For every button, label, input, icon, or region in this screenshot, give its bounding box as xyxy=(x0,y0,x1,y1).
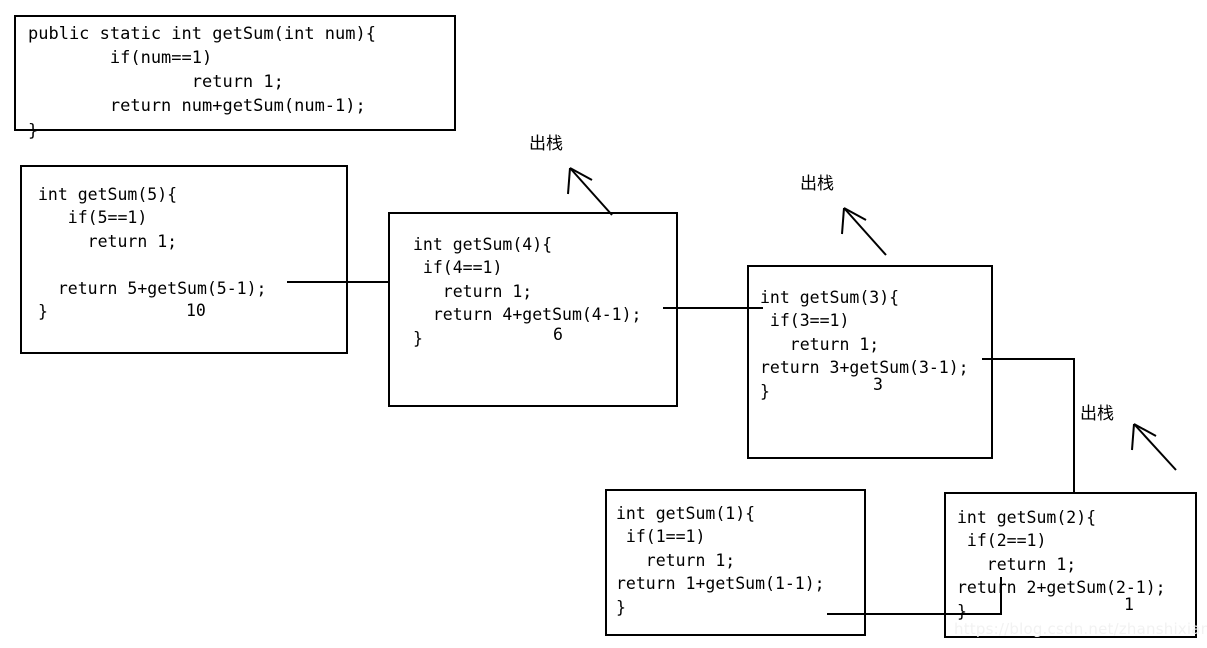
stack-frame-getsum-3-code: int getSum(3){ if(3==1) return 1; return… xyxy=(760,288,969,401)
stack-frame-getsum-1 xyxy=(605,489,866,636)
connector-2-to-1-vertical xyxy=(1000,577,1002,615)
connector-2-to-1-horizontal xyxy=(827,613,1002,615)
stack-frame-getsum-1-code: int getSum(1){ if(1==1) return 1; return… xyxy=(616,504,825,617)
connector-3-to-2-horizontal xyxy=(982,358,1075,360)
arrow-pop-stack-2 xyxy=(841,207,887,256)
stack-frame-getsum-2-result: 1 xyxy=(1124,595,1134,614)
arrow-pop-stack-3 xyxy=(1131,423,1177,471)
annotation-pop-stack-2: 出栈 xyxy=(800,174,834,194)
stack-frame-getsum-4-code: int getSum(4){ if(4==1) return 1; return… xyxy=(413,235,642,348)
code-block-definition-text: public static int getSum(int num){ if(nu… xyxy=(28,24,376,141)
stack-frame-getsum-5 xyxy=(20,165,348,354)
stack-frame-getsum-2 xyxy=(944,492,1197,638)
stack-frame-getsum-3 xyxy=(747,265,993,459)
stack-frame-getsum-5-result: 10 xyxy=(186,301,206,320)
arrow-pop-stack-1 xyxy=(567,167,613,216)
annotation-pop-stack-3: 出栈 xyxy=(1080,404,1114,424)
stack-frame-getsum-4-result: 6 xyxy=(553,325,563,344)
annotation-pop-stack-1: 出栈 xyxy=(529,134,563,154)
connector-3-to-2-vertical xyxy=(1073,358,1075,494)
watermark-text: https://blog.csdn.net/zhanshixiang xyxy=(954,620,1207,638)
connector-5-to-4 xyxy=(287,281,388,283)
stack-frame-getsum-4 xyxy=(388,212,678,407)
connector-4-to-3 xyxy=(663,307,763,309)
stack-frame-getsum-2-code: int getSum(2){ if(2==1) return 1; return… xyxy=(957,508,1166,621)
code-block-definition xyxy=(14,15,456,131)
stack-frame-getsum-5-code: int getSum(5){ if(5==1) return 1; return… xyxy=(38,185,267,322)
stack-frame-getsum-3-result: 3 xyxy=(873,375,883,394)
